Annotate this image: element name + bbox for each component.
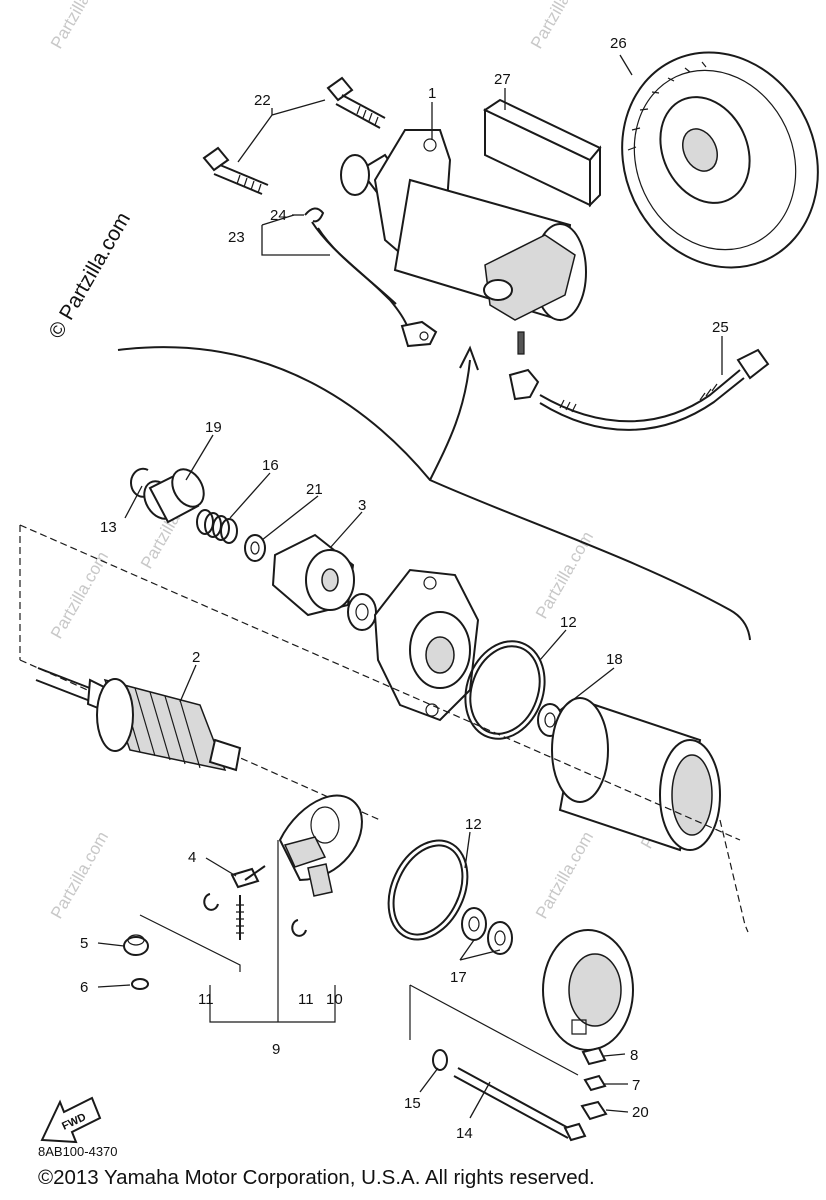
callout-16: 16 <box>262 457 279 474</box>
small-clips-11 <box>203 893 307 937</box>
o-ring-12-upper <box>464 640 546 740</box>
callout-12-upper: 12 <box>560 614 577 631</box>
callout-8: 8 <box>630 1047 638 1064</box>
nut-20 <box>580 1100 608 1121</box>
callout-6: 6 <box>80 979 88 996</box>
cover-27 <box>482 98 602 208</box>
nut-7 <box>583 1074 607 1092</box>
callout-23: 23 <box>228 229 245 246</box>
through-bolt-14 <box>453 1067 587 1142</box>
rear-cover <box>542 929 634 1051</box>
watermark: Partzilla.com <box>527 0 592 52</box>
washer-21 <box>244 534 266 562</box>
copyright-notice: ©2013 Yamaha Motor Corporation, U.S.A. A… <box>38 1166 595 1189</box>
callout-26: 26 <box>610 35 627 52</box>
callout-27: 27 <box>494 71 511 88</box>
callout-2: 2 <box>192 649 200 666</box>
callout-17: 17 <box>450 969 467 986</box>
flywheel-26 <box>621 51 819 269</box>
callout-7: 7 <box>632 1077 640 1094</box>
callout-9: 9 <box>272 1041 280 1058</box>
spring-16 <box>196 509 238 544</box>
washer-under-3 <box>347 593 377 631</box>
bolt-22-lower <box>202 146 269 195</box>
watermark: Partzilla.com <box>532 828 597 922</box>
callout-5: 5 <box>80 935 88 952</box>
bolt-22-upper <box>326 76 386 129</box>
front-bracket <box>373 568 480 722</box>
lead-wire-23 <box>304 207 438 348</box>
callout-4: 4 <box>188 849 196 866</box>
brush-plate-9 <box>278 794 363 897</box>
watermark: Partzilla.com <box>47 0 112 52</box>
callout-14: 14 <box>456 1125 473 1142</box>
fwd-arrow: FWD <box>40 1096 102 1144</box>
callout-24: 24 <box>270 207 287 224</box>
assembly-bracket <box>117 346 751 641</box>
leader-lines <box>97 54 723 1119</box>
yoke-housing <box>551 697 721 852</box>
watermark: Partzilla.com <box>47 548 112 642</box>
exploded-box <box>19 524 749 933</box>
callout-3: 3 <box>358 497 366 514</box>
callout-12-lower: 12 <box>465 816 482 833</box>
group-bracket-5-6 <box>139 914 241 972</box>
washers-17 <box>461 907 513 955</box>
callout-20: 20 <box>632 1104 649 1121</box>
washer-6 <box>131 978 149 990</box>
collar-19 <box>143 468 205 524</box>
callout-15: 15 <box>404 1095 421 1112</box>
o-ring-12-lower <box>387 839 469 941</box>
callout-11-right: 11 <box>298 991 314 1008</box>
group-bracket-9 <box>209 840 336 1023</box>
starter-motor-1 <box>340 129 587 355</box>
o-ring-15 <box>432 1049 448 1071</box>
brush-lead-4 <box>230 865 266 940</box>
watermark: Partzilla.com <box>47 828 112 922</box>
armature-2 <box>35 667 242 772</box>
assembly-arrow <box>429 345 479 481</box>
callout-19: 19 <box>205 419 222 436</box>
callout-18: 18 <box>606 651 623 668</box>
pinion-gear-3 <box>271 533 355 617</box>
callout-1: 1 <box>428 85 436 102</box>
reference-code: 8AB100-4370 <box>38 1144 118 1159</box>
callouts: 1 2 3 4 5 6 7 8 9 10 11 11 12 12 13 14 1… <box>80 35 729 1142</box>
callout-10: 10 <box>326 991 343 1008</box>
cable-25 <box>508 348 770 431</box>
callout-22: 22 <box>254 92 271 109</box>
side-watermark: © Partzilla.com <box>44 208 135 342</box>
group-bracket-15-14 <box>409 984 579 1076</box>
callout-11-left: 11 <box>198 991 214 1008</box>
watermark: Partzilla.com <box>532 528 597 622</box>
callout-25: 25 <box>712 319 729 336</box>
nut-8 <box>581 1046 607 1066</box>
callout-21: 21 <box>306 481 323 498</box>
grommet-5 <box>123 934 149 956</box>
callout-13: 13 <box>100 519 117 536</box>
